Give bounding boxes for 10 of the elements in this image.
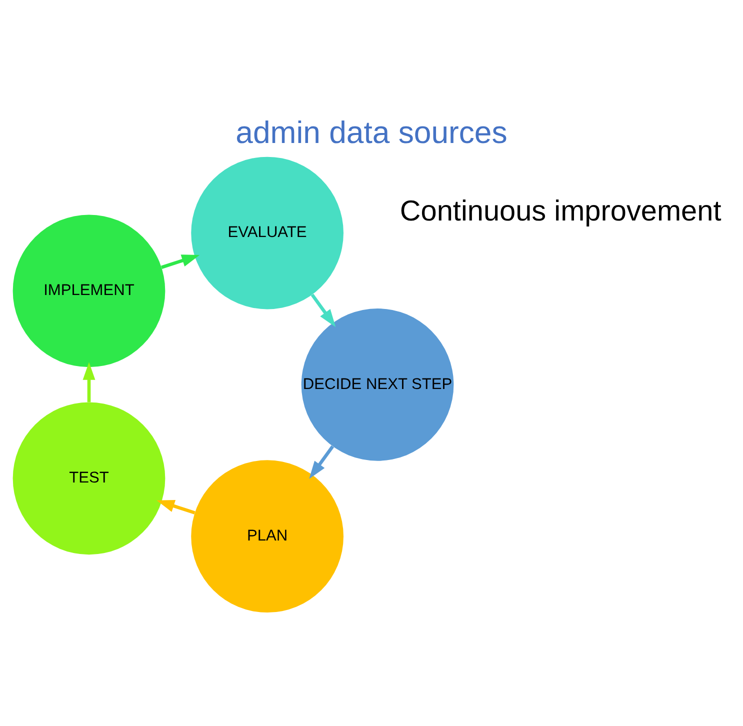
label: Continuous improvement: [400, 195, 722, 228]
arrow: [161, 254, 200, 269]
arrow: [156, 500, 196, 514]
node-circle: IMPLEMENT: [12, 214, 166, 368]
arrow: [309, 445, 334, 479]
arrow: [82, 362, 96, 402]
diagram-title: admin data sources: [236, 114, 508, 150]
arrow: [310, 294, 336, 328]
node-circle: TEST: [12, 402, 166, 555]
node-circle: EVALUATE: [191, 156, 344, 310]
